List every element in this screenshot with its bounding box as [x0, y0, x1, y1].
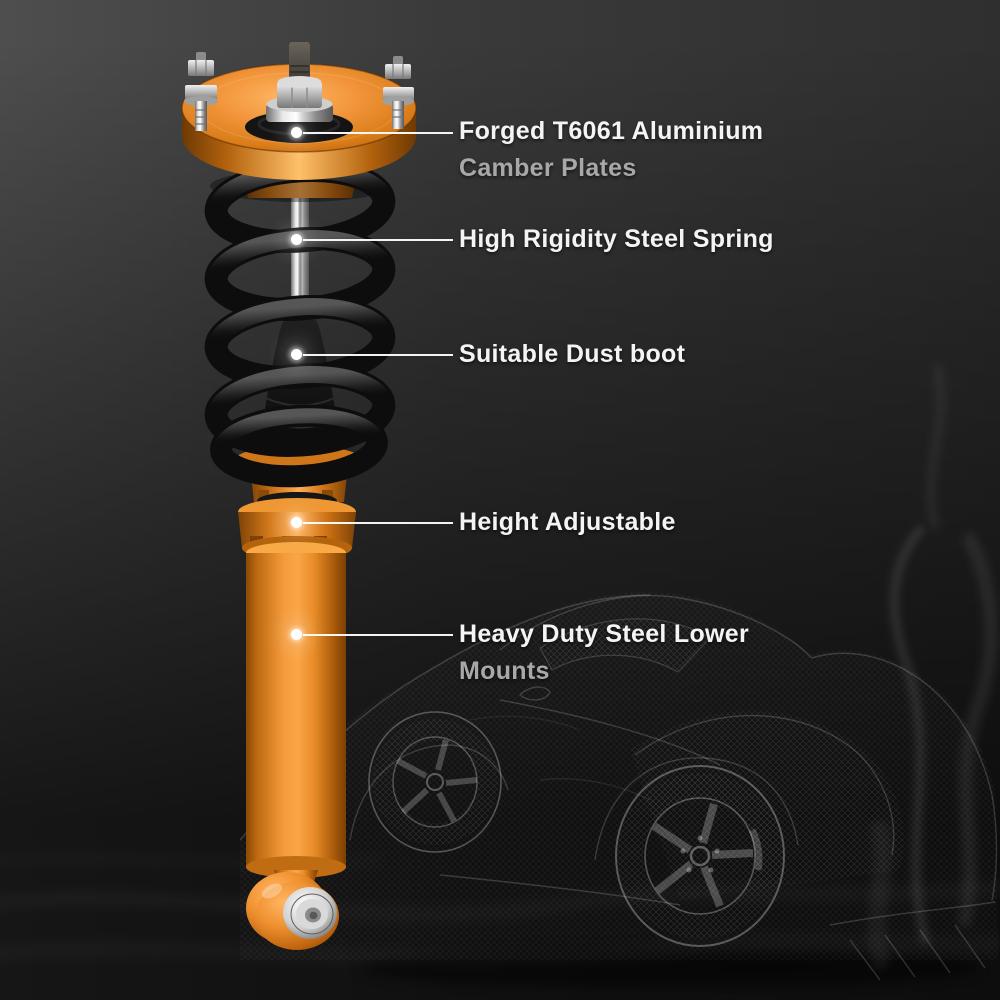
callout-text-line: Suitable Dust boot	[459, 340, 686, 368]
callout-label: Height Adjustable	[459, 504, 676, 541]
coilover-product	[181, 42, 417, 950]
lower-mount	[246, 870, 339, 950]
callout-dot-icon	[291, 517, 302, 528]
callout-text-line: Heavy Duty Steel Lower	[459, 620, 750, 648]
leader-line	[303, 132, 453, 134]
callout-label: Forged T6061 Aluminium Camber Plates	[459, 113, 763, 187]
car-window	[539, 618, 711, 673]
top-nut	[277, 76, 322, 108]
smoke-effect	[868, 365, 998, 969]
callout-text-line: Forged T6061 Aluminium	[459, 117, 764, 145]
camber-plate	[181, 42, 417, 180]
callout-label: High Rigidity Steel Spring	[459, 221, 774, 258]
leader-line	[303, 634, 453, 636]
callout-text-line: Camber Plates	[459, 154, 637, 182]
callout-text-line: Height Adjustable	[459, 508, 676, 536]
camber-plate-bolt-left	[184, 52, 218, 131]
leader-line	[303, 522, 453, 524]
leader-line	[303, 354, 453, 356]
shock-body	[246, 542, 346, 878]
camber-plate-bolt-right	[382, 56, 414, 129]
callout-dot-icon	[291, 127, 302, 138]
callout-dot-icon	[291, 629, 302, 640]
callout-text-line: Mounts	[459, 657, 550, 685]
callout-text-line: High Rigidity Steel Spring	[459, 225, 774, 253]
callout-label: Heavy Duty Steel Lower Mounts	[459, 616, 749, 690]
car-front-wheel	[368, 711, 502, 853]
floor-streaks	[0, 883, 1000, 919]
leader-line	[303, 239, 453, 241]
callout-dot-icon	[291, 349, 302, 360]
callout-dot-icon	[291, 234, 302, 245]
callout-label: Suitable Dust boot	[459, 336, 685, 373]
car-rear-wheel	[615, 765, 785, 947]
